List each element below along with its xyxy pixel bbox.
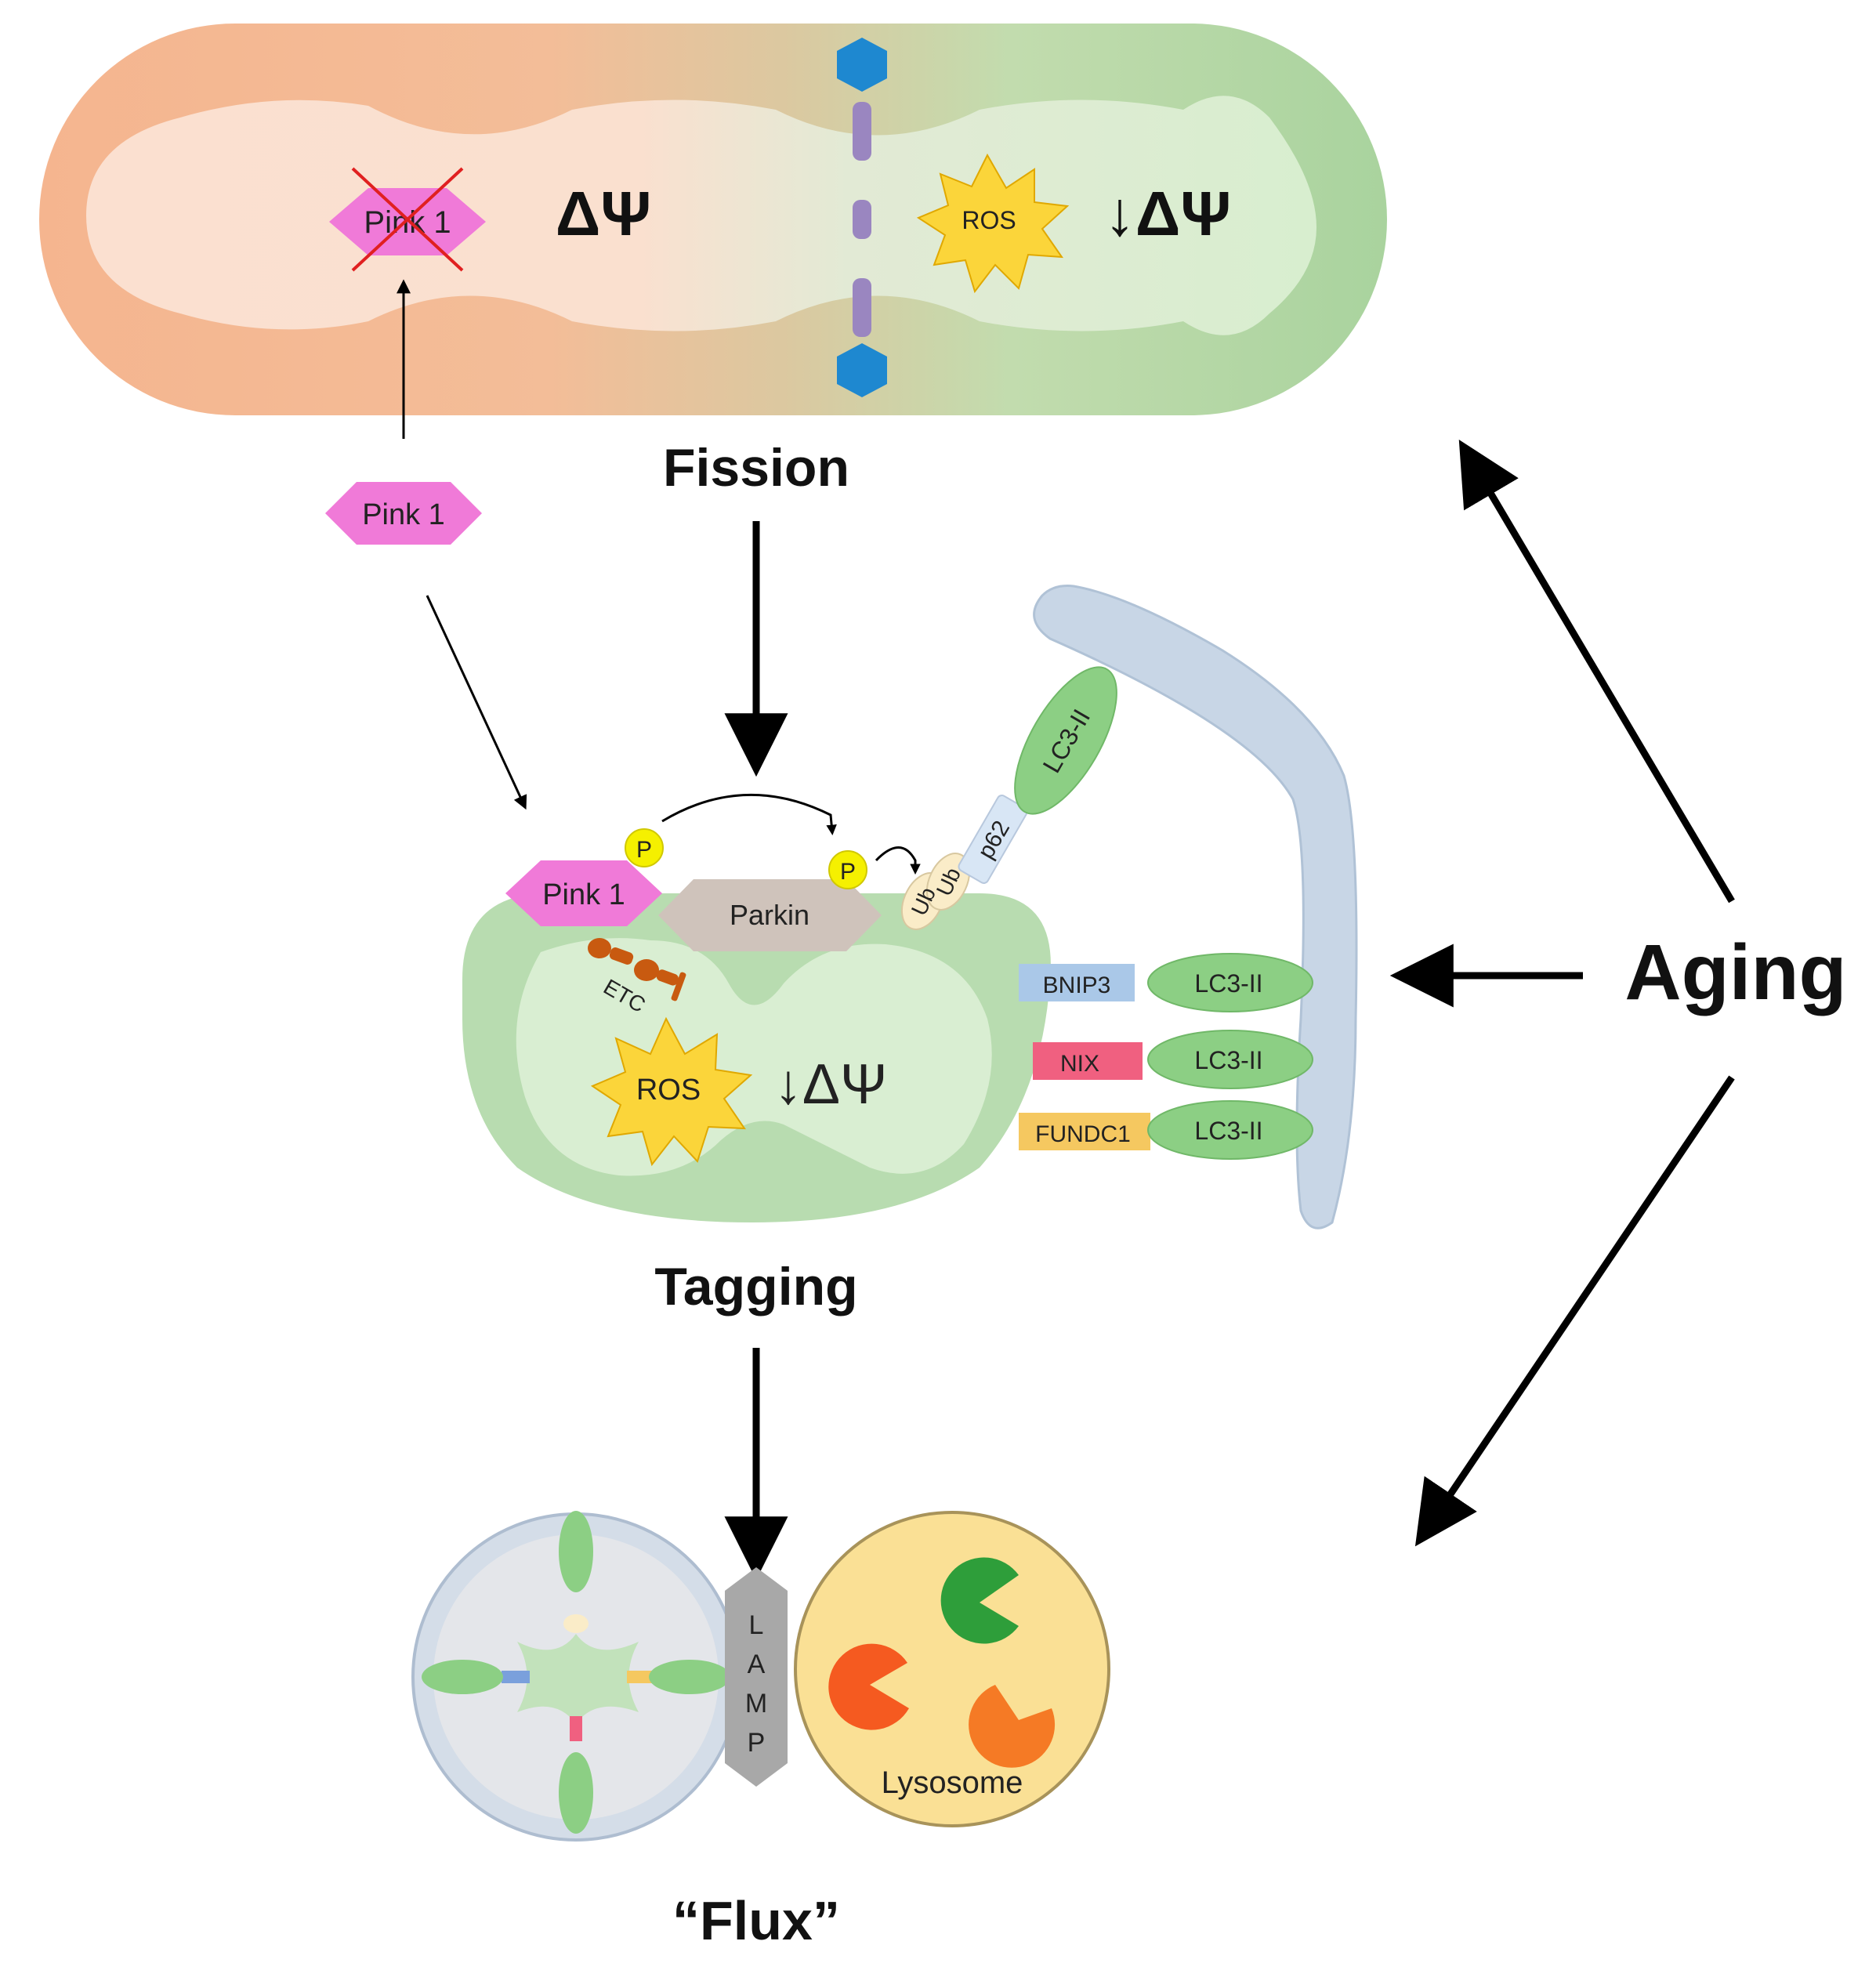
svg-text:L: L	[749, 1610, 764, 1640]
parkin: Parkin	[658, 879, 882, 951]
phosphate-1: P	[625, 828, 664, 867]
fission-label: Fission	[663, 438, 849, 498]
receptor-nix: NIX LC3-II	[1033, 1030, 1313, 1089]
lc3-top: LC3-II	[1014, 666, 1117, 815]
lysosome: Lysosome	[794, 1511, 1110, 1827]
pink1-crossed-hexagon: Pink 1	[329, 167, 486, 272]
fission-mitochondrion: Pink 1 ΔΨ ROS ↓ΔΨ	[39, 24, 1387, 415]
delta-psi-label: ΔΨ	[556, 179, 651, 248]
ros-label: ROS	[962, 206, 1016, 234]
aging-label: Aging	[1624, 929, 1846, 1016]
nix-label: NIX	[1060, 1051, 1099, 1077]
aging-to-flux-arrow	[1414, 1075, 1735, 1547]
parkin-label: Parkin	[730, 899, 809, 931]
svg-text:LC3-II: LC3-II	[1194, 1046, 1262, 1074]
receptor-bnip3: BNIP3 LC3-II	[1019, 953, 1313, 1012]
svg-text:P: P	[748, 1728, 766, 1758]
fundc1-label: FUNDC1	[1035, 1121, 1131, 1147]
p62: p62	[958, 795, 1028, 884]
flux-label: “Flux”	[672, 1890, 840, 1951]
svg-text:M: M	[745, 1689, 767, 1718]
fission-constriction	[837, 38, 887, 397]
pink1-crossed-label: Pink 1	[364, 205, 451, 240]
phosphate-2: P	[828, 850, 867, 889]
bnip3-label: BNIP3	[1043, 972, 1111, 998]
ubiquitination-arrow	[875, 846, 921, 875]
svg-text:LC3-II: LC3-II	[1194, 1117, 1262, 1145]
pink1-to-tagging-arrow	[426, 595, 527, 810]
svg-text:LC3-II: LC3-II	[1194, 969, 1262, 998]
ros-star-icon	[916, 153, 1070, 294]
etc-complex-icon	[588, 938, 686, 1001]
svg-text:P: P	[840, 859, 856, 885]
lysosome-label: Lysosome	[882, 1766, 1023, 1800]
lysosome-enzyme-green-icon	[940, 1557, 1019, 1644]
tagging-mitochondrion: ETC ROS ↓ΔΨ	[462, 893, 1051, 1222]
autophagosome	[411, 1511, 741, 1842]
aging-to-fission-arrow	[1458, 440, 1735, 904]
svg-text:P: P	[636, 837, 652, 863]
low-delta-psi-label-2: ↓ΔΨ	[774, 1053, 887, 1116]
ros-star-icon-2	[590, 1016, 753, 1167]
lysosome-enzyme-orange-icon	[969, 1685, 1056, 1768]
receptor-fundc1: FUNDC1 LC3-II	[1019, 1100, 1313, 1160]
svg-text:A: A	[748, 1650, 766, 1679]
free-pink1-label: Pink 1	[362, 498, 445, 531]
ros-label-2: ROS	[636, 1074, 701, 1106]
tagging-pink1-label: Pink 1	[542, 878, 625, 911]
lysosome-enzyme-red-icon	[828, 1643, 909, 1730]
low-delta-psi-label: ↓ΔΨ	[1104, 179, 1231, 248]
phosphorylation-arrow	[661, 793, 837, 836]
free-pink1: Pink 1	[325, 482, 482, 545]
tagging-pink1: Pink 1	[505, 860, 662, 926]
lamp: L A M P	[725, 1567, 788, 1787]
phagophore-membrane	[1033, 585, 1358, 1230]
tagging-label: Tagging	[654, 1257, 857, 1316]
